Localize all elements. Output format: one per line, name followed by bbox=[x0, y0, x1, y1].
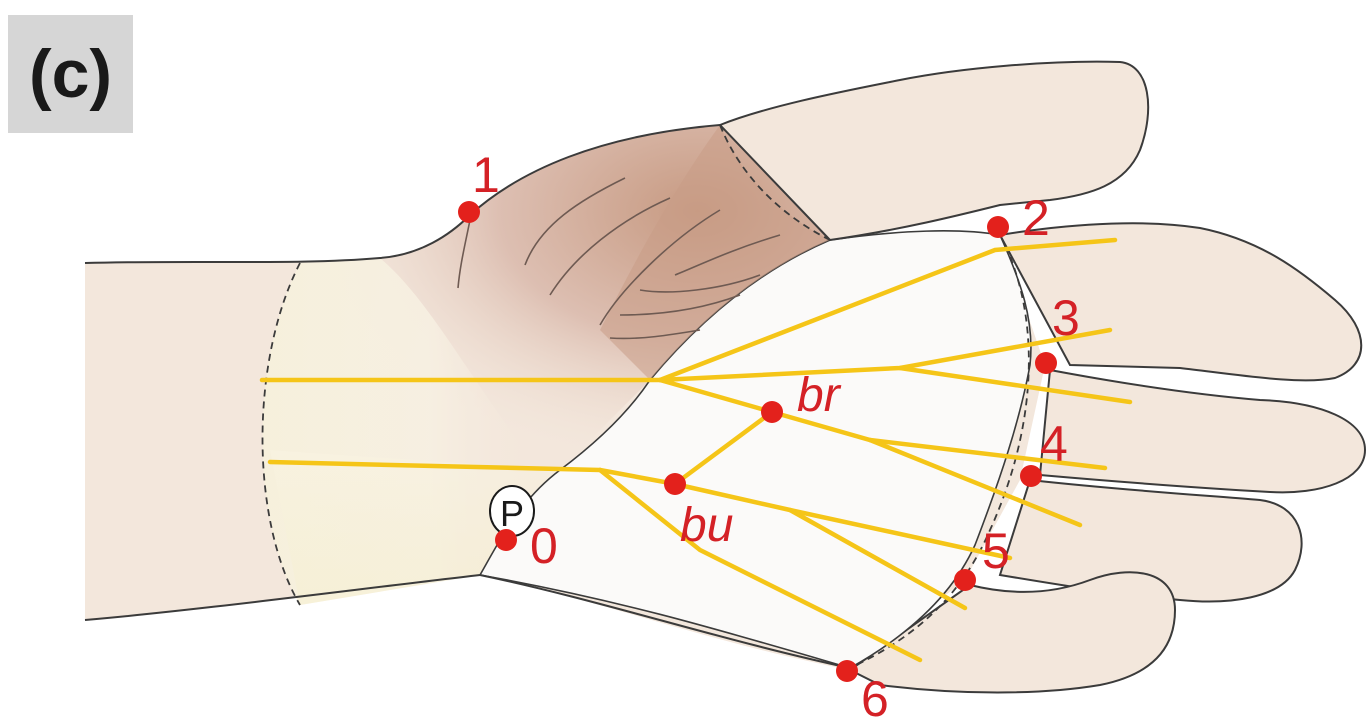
point-1 bbox=[458, 201, 480, 223]
point-6 bbox=[836, 660, 858, 682]
label-point-6: 6 bbox=[861, 671, 889, 721]
point-5 bbox=[954, 569, 976, 591]
point-bu bbox=[664, 473, 686, 495]
point-2 bbox=[987, 216, 1009, 238]
point-0 bbox=[495, 529, 517, 551]
panel-label-box: (c) bbox=[8, 15, 133, 133]
label-point-4: 4 bbox=[1040, 416, 1068, 472]
finger-middle bbox=[1040, 370, 1365, 492]
panel-label: (c) bbox=[29, 35, 112, 113]
point-4 bbox=[1020, 465, 1042, 487]
label-point-2: 2 bbox=[1022, 190, 1050, 246]
label-point-3: 3 bbox=[1052, 290, 1080, 346]
label-branch-radial: br bbox=[797, 369, 842, 422]
point-3 bbox=[1035, 352, 1057, 374]
label-point-5: 5 bbox=[982, 523, 1010, 579]
point-br bbox=[761, 401, 783, 423]
label-point-0: 0 bbox=[530, 518, 558, 574]
label-point-1: 1 bbox=[472, 147, 500, 203]
p-marker: P bbox=[490, 486, 534, 536]
p-marker-label: P bbox=[500, 493, 524, 534]
label-branch-ulnar: bu bbox=[680, 499, 733, 552]
